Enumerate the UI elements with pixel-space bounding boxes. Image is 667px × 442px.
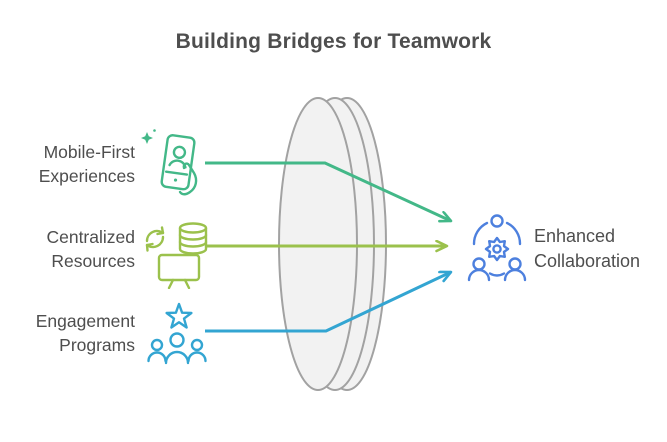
input-label-engagement: Engagement Programs: [35, 311, 135, 355]
page-title: Building Bridges for Teamwork: [175, 30, 492, 53]
input-label-mobile-first: Mobile-First Experiences: [38, 142, 135, 186]
connector-engagement-arrow: [205, 270, 451, 333]
star-people-icon: [147, 302, 207, 365]
mobile-user-icon: [141, 129, 198, 196]
people-gear-icon: [467, 214, 527, 282]
input-label-centralized: Centralized Resources: [46, 227, 135, 271]
sync-database-monitor-icon: [145, 222, 208, 289]
connector-mobile-arrow: [205, 161, 451, 221]
lens-shape: [278, 97, 387, 391]
output-label: Enhanced Collaboration: [534, 226, 641, 271]
